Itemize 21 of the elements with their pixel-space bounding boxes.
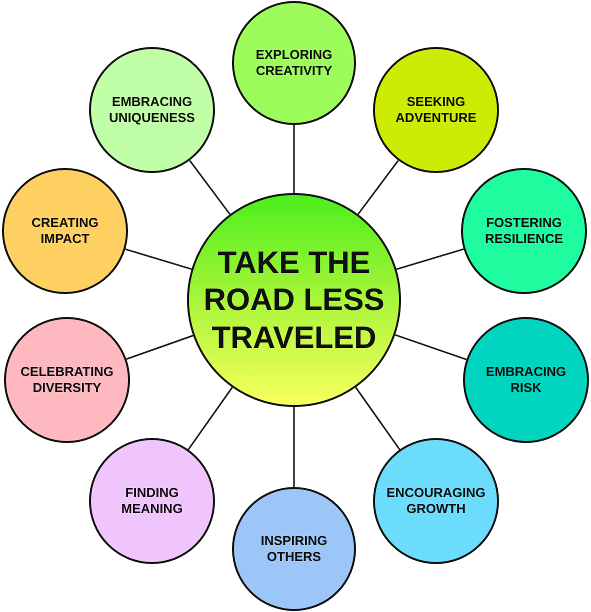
- topic-label: EMBRACING RISK: [484, 364, 568, 396]
- connector-line: [293, 407, 295, 487]
- topic-label: ENCOURAGING GROWTH: [386, 485, 486, 517]
- connector-line: [125, 248, 192, 270]
- topic-label: INSPIRING OTHERS: [260, 533, 328, 565]
- topic-label: EXPLORING CREATIVITY: [254, 47, 334, 79]
- connector-line: [188, 386, 233, 450]
- topic-label: EMBRACING UNIQUENESS: [108, 94, 196, 126]
- connector-line: [126, 334, 194, 360]
- connector-line: [189, 160, 231, 215]
- topic-label: FINDING MEANING: [120, 485, 184, 517]
- central-topic-label: TAKE THE ROAD LESS TRAVELED: [202, 244, 386, 356]
- topic-label: CELEBRATING DIVERSITY: [20, 364, 114, 396]
- topic-label: FOSTERING RESILIENCE: [484, 215, 564, 247]
- connector-line: [394, 334, 467, 360]
- topic-label: SEEKING ADVENTURE: [394, 94, 478, 126]
- topic-label: CREATING IMPACT: [30, 215, 100, 247]
- connector-line: [396, 248, 464, 270]
- connector-line: [357, 160, 399, 215]
- connector-line: [293, 125, 295, 193]
- connector-line: [355, 386, 400, 450]
